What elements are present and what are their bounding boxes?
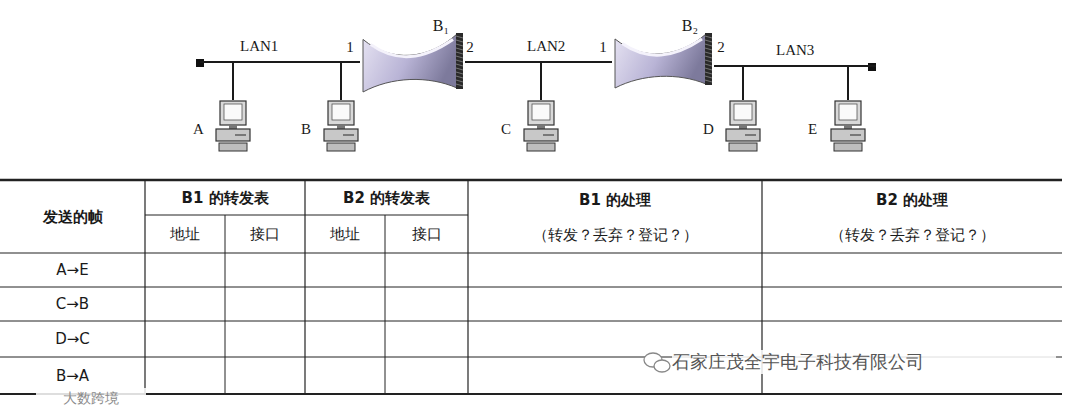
lan-link [606,61,612,63]
lan-link [465,61,475,63]
computer-icon [725,100,761,154]
table-header: B1 的处理 [470,184,760,216]
bridge: B₁ [360,18,465,94]
port-number: 2 [714,38,728,56]
table-header: （转发？丢弃？登记？） [470,220,760,250]
table-header: 接口 [387,217,466,251]
computer: E [808,100,866,156]
host-label: E [808,120,817,138]
table-cell: A→E [2,255,143,285]
lan-link [340,62,342,100]
lan-link [742,66,744,100]
bus-terminator [196,59,204,67]
table-header: （转发？丢弃？登记？） [764,220,1060,250]
lan-bus: LAN2 [475,36,606,63]
lan-label: LAN2 [527,36,606,56]
table-header: B2 的处理 [764,184,1060,216]
table-header: 地址 [307,217,383,251]
host-label: C [501,120,511,138]
computer-icon [830,100,866,154]
computer: A [193,100,251,156]
host-label: A [193,120,204,138]
table-cell: D→C [2,323,143,355]
watermark: 石家庄茂全宇电子科技有限公司 [672,350,1056,374]
bridge-shape [360,32,465,94]
port-number: 1 [596,38,610,56]
table-header: 地址 [147,217,223,251]
computer-icon [523,100,559,154]
bridge-label: B₁ [433,18,449,34]
table-header: B2 的转发表 [307,182,466,214]
bridge-label: B₂ [682,18,698,34]
port-number: 2 [463,38,477,56]
computer: B [301,100,359,156]
bridge: B₂ [612,18,714,90]
lan-label: LAN1 [240,36,354,56]
watermark: 大数跨境 [36,388,146,410]
wechat-icon [644,353,670,372]
bus-terminator [868,63,876,71]
table-cell: C→B [2,289,143,319]
computer-icon [215,100,251,154]
lan-bus: LAN1 [200,36,354,63]
port-number: 1 [343,38,357,56]
table-header: 发送的帧 [2,182,143,252]
lan-bus: LAN3 [724,40,876,67]
computer: D [703,100,761,156]
table-header: B1 的转发表 [147,182,303,214]
lan-link [847,66,849,100]
lan-link [232,62,234,100]
bridge-shape [612,32,714,90]
computer-icon [323,100,359,154]
table-header: 接口 [227,217,303,251]
lan-label: LAN3 [776,40,876,60]
host-label: B [301,120,311,138]
host-label: D [703,120,714,138]
lan-link [540,62,542,100]
lan-link [714,65,724,67]
lan-link [354,61,360,63]
computer: C [501,100,559,156]
